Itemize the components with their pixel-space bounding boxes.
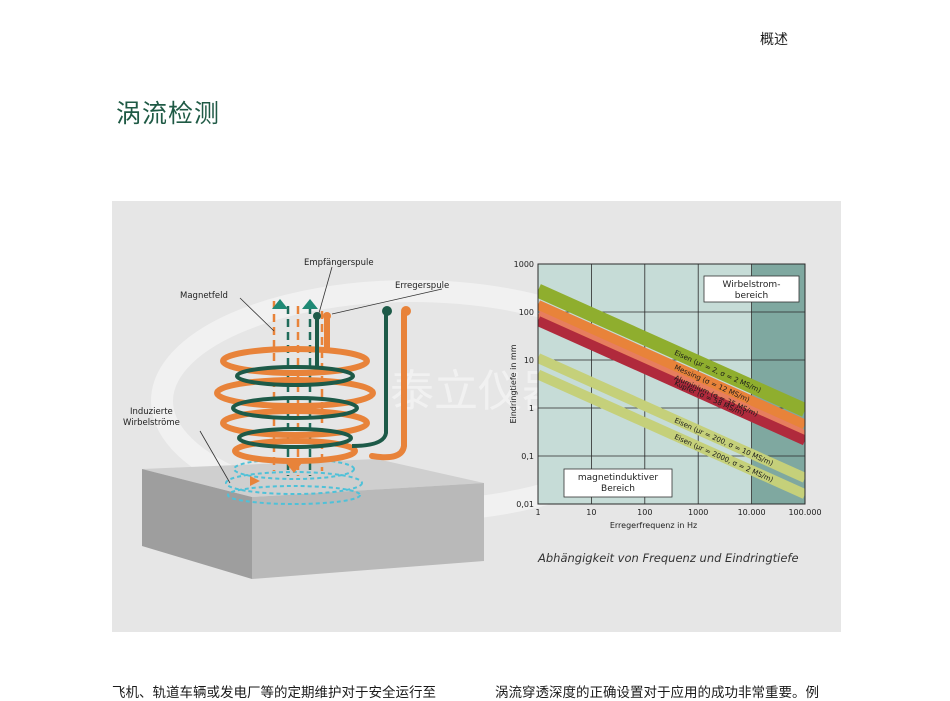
y-tick-label: 1 xyxy=(529,404,534,413)
figure-panel: 泰立仪器 xyxy=(112,201,841,632)
series-band xyxy=(538,353,805,483)
x-tick-label: 100 xyxy=(637,508,652,517)
receiver-coil xyxy=(231,313,388,449)
exciter-coil xyxy=(214,310,407,464)
body-text-right: 涡流穿透深度的正确设置对于应用的成功非常重要。例 xyxy=(495,685,819,701)
x-axis-label: Erregerfrequenz in Hz xyxy=(610,521,697,530)
eddy-region-label-1: Wirbelstrom- xyxy=(723,280,781,290)
magnetic-region-label-1: magnetinduktiver xyxy=(578,473,658,483)
eddy-region-label-2: bereich xyxy=(735,291,768,301)
section-label: 概述 xyxy=(760,32,788,48)
x-tick-label: 1 xyxy=(535,508,540,517)
y-tick-label: 100 xyxy=(519,308,534,317)
y-tick-label: 1000 xyxy=(514,260,534,269)
y-axis-label: Eindringtiefe in mm xyxy=(509,344,518,423)
penetration-depth-chart: Eisen (μr = 2, σ = 2 MS/m)Messing (σ = 1… xyxy=(509,260,822,530)
test-block xyxy=(142,459,484,579)
magnetic-field-lines xyxy=(272,301,324,476)
eddy-region-box xyxy=(703,275,800,303)
magnetic-field-label: Magnetfeld xyxy=(180,291,228,301)
page-title: 涡流检测 xyxy=(116,99,221,128)
field-arrows xyxy=(250,299,318,486)
y-tick-label: 0,01 xyxy=(516,500,534,509)
eddy-currents-label-1: Induzierte xyxy=(130,407,173,417)
figure-svg: 泰立仪器 xyxy=(123,258,822,579)
x-tick-label: 10.000 xyxy=(738,508,766,517)
leader-lines xyxy=(199,266,443,484)
body-text-left: 飞机、轨道车辆或发电厂等的定期维护对于安全运行至 xyxy=(112,685,436,701)
x-tick-label: 1000 xyxy=(688,508,708,517)
x-tick-label: 10 xyxy=(586,508,596,517)
magnetic-region-box xyxy=(563,468,673,498)
series-band xyxy=(538,284,805,417)
y-tick-label: 10 xyxy=(524,356,534,365)
x-tick-label: 100.000 xyxy=(788,508,821,517)
receiver-coil-label: Empfängerspule xyxy=(304,258,374,268)
series-band xyxy=(538,300,805,430)
figure-caption: Abhängigkeit von Frequenz und Eindringti… xyxy=(537,551,799,565)
watermark-text: 泰立仪器 xyxy=(390,366,566,417)
series-band xyxy=(538,369,805,499)
exciter-coil-label: Erregerspule xyxy=(395,281,449,291)
series-band xyxy=(538,316,805,446)
plot-frame xyxy=(537,263,806,505)
magnetic-region-label-2: Bereich xyxy=(601,484,635,494)
y-tick-label: 0,1 xyxy=(521,452,534,461)
eddy-currents-label-2: Wirbelströme xyxy=(123,418,180,428)
